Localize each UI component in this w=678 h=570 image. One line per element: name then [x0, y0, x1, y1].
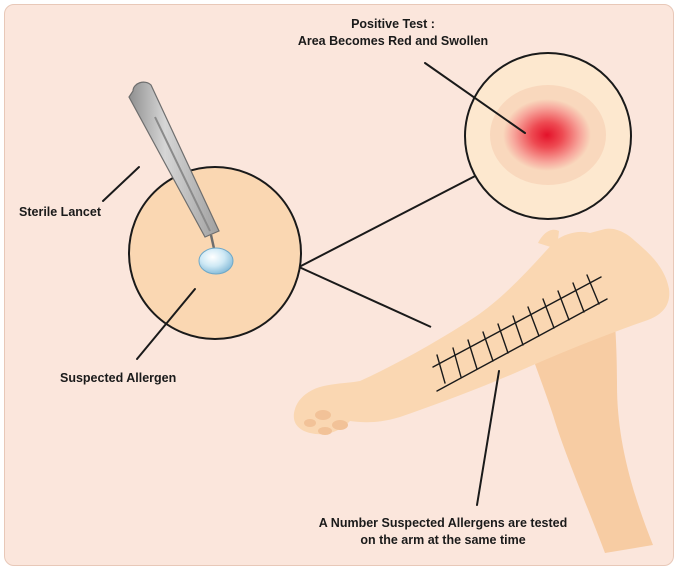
thumb: [538, 230, 559, 249]
suspected-allergen-label: Suspected Allergen: [60, 370, 176, 387]
diagram-artwork: [5, 5, 673, 565]
allergen-droplet: [199, 248, 233, 274]
multiple-allergens-line2: on the arm at the same time: [273, 532, 613, 549]
connector-lines: [299, 173, 481, 327]
positive-test-description: Area Becomes Red and Swollen: [273, 33, 513, 50]
multiple-allergens-label: A Number Suspected Allergens are tested …: [273, 515, 613, 549]
multiple-allergens-line1: A Number Suspected Allergens are tested: [273, 515, 613, 532]
positive-test-zoom-circle: [465, 53, 631, 219]
positive-test-title: Positive Test :: [273, 16, 513, 33]
red-welt: [503, 99, 591, 171]
sterile-lancet-label: Sterile Lancet: [19, 204, 101, 221]
positive-test-label: Positive Test : Area Becomes Red and Swo…: [273, 16, 513, 50]
diagram-panel: Positive Test : Area Becomes Red and Swo…: [4, 4, 674, 566]
